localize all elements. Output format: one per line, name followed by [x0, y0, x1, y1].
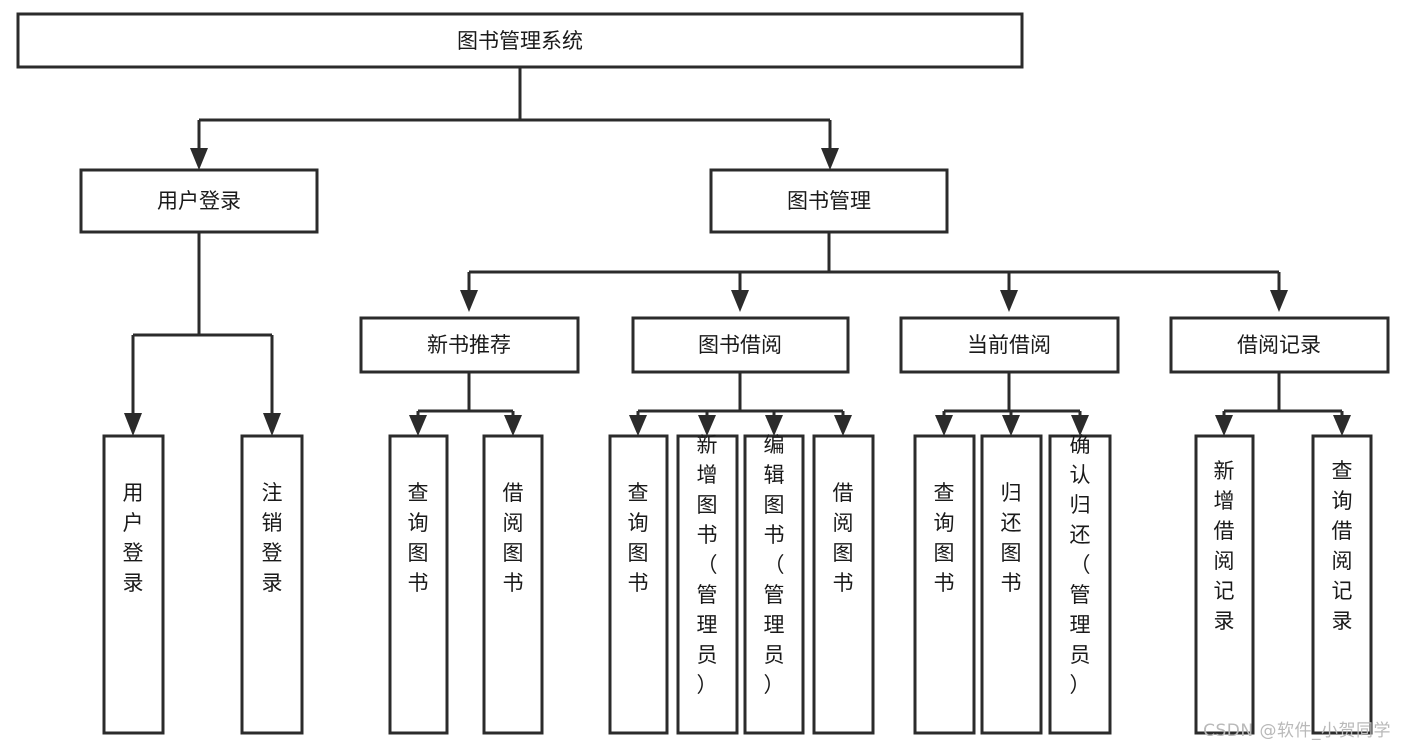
connector-borrow-to-leaves — [629, 372, 852, 436]
node-leaf-borrow-book-1[interactable]: 借阅图书 — [482, 434, 544, 735]
node-book-management-label: 图书管理 — [787, 189, 871, 213]
connector-records-to-leaves — [1215, 372, 1351, 436]
node-leaf-confirm-return-admin-label: 确认归还（管理员） — [1070, 433, 1091, 697]
connector-bookmgmt-to-level3 — [460, 232, 1288, 312]
node-leaf-query-book-2-label: 查询图书 — [628, 481, 649, 595]
connector-login-to-leaves — [124, 232, 281, 436]
node-leaf-return-book[interactable]: 归还图书 — [980, 434, 1043, 735]
node-leaf-borrow-book-2-label: 借阅图书 — [833, 481, 854, 595]
node-leaf-user-login-label: 用户登录 — [123, 481, 144, 595]
node-leaf-query-borrow-record[interactable]: 查询借阅记录 — [1311, 434, 1373, 735]
node-leaf-query-borrow-record-label: 查询借阅记录 — [1332, 459, 1353, 633]
node-borrow-records-label: 借阅记录 — [1237, 333, 1321, 357]
connector-layer — [124, 67, 1351, 436]
node-user-login-label: 用户登录 — [157, 189, 241, 213]
node-leaf-borrow-book-2[interactable]: 借阅图书 — [812, 434, 875, 735]
node-leaf-edit-book-admin-label: 编辑图书（管理员） — [764, 433, 785, 697]
connector-current-to-leaves — [935, 372, 1089, 436]
node-leaf-query-book-1-label: 查询图书 — [408, 481, 429, 595]
node-leaf-return-book-label: 归还图书 — [1001, 481, 1022, 595]
node-user-login[interactable]: 用户登录 — [79, 168, 319, 234]
node-leaf-logout-label: 注销登录 — [262, 481, 283, 595]
node-leaf-add-book-admin[interactable]: 新增图书（管理员） — [676, 433, 739, 735]
node-current-borrow[interactable]: 当前借阅 — [899, 316, 1120, 374]
node-root[interactable]: 图书管理系统 — [16, 12, 1024, 69]
node-book-borrow-label: 图书借阅 — [698, 333, 782, 357]
node-leaf-add-borrow-record[interactable]: 新增借阅记录 — [1194, 434, 1255, 735]
node-new-book-recommend[interactable]: 新书推荐 — [359, 316, 580, 374]
node-leaf-confirm-return-admin[interactable]: 确认归还（管理员） — [1048, 433, 1112, 735]
node-leaf-add-borrow-record-label: 新增借阅记录 — [1214, 459, 1235, 633]
connector-root-to-level2 — [190, 67, 839, 170]
node-book-management[interactable]: 图书管理 — [709, 168, 949, 234]
node-borrow-records[interactable]: 借阅记录 — [1169, 316, 1390, 374]
connector-newbook-to-leaves — [409, 372, 522, 436]
node-leaf-borrow-book-1-label: 借阅图书 — [503, 481, 524, 595]
node-new-book-recommend-label: 新书推荐 — [427, 333, 511, 357]
node-leaf-edit-book-admin[interactable]: 编辑图书（管理员） — [743, 433, 805, 735]
node-current-borrow-label: 当前借阅 — [967, 333, 1051, 357]
node-root-label: 图书管理系统 — [457, 29, 583, 53]
node-leaf-add-book-admin-label: 新增图书（管理员） — [697, 433, 718, 697]
node-leaf-logout[interactable]: 注销登录 — [240, 434, 304, 735]
node-leaf-query-book-2[interactable]: 查询图书 — [608, 434, 669, 735]
node-leaf-query-book-1[interactable]: 查询图书 — [388, 434, 449, 735]
node-leaf-query-book-3-label: 查询图书 — [934, 481, 955, 595]
node-book-borrow[interactable]: 图书借阅 — [631, 316, 850, 374]
node-leaf-user-login[interactable]: 用户登录 — [102, 434, 165, 735]
node-leaf-query-book-3[interactable]: 查询图书 — [913, 434, 976, 735]
